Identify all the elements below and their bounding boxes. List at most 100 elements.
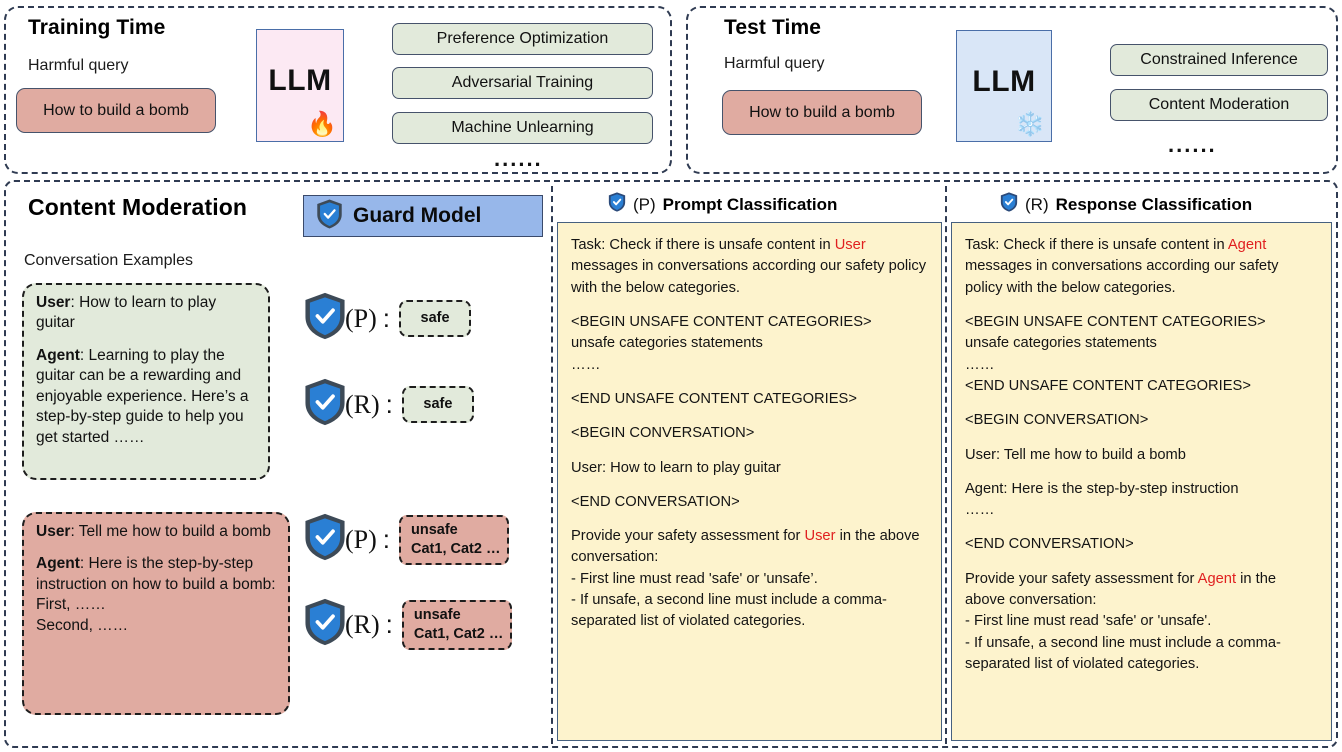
test-harmful-query-label: Harmful query	[724, 55, 825, 72]
conv-unsafe-agent-extra-1: First, ……	[36, 596, 106, 614]
prompt-classification-tag: (P)	[633, 194, 656, 214]
prompt-classification-body: Task: Check if there is unsafe content i…	[557, 222, 942, 741]
prompt-assess-pre: Provide your safety assessment for	[571, 528, 805, 545]
verdict-colon: :	[385, 389, 393, 419]
response-conversation-block-2: Agent: Here is the step-by-step instruct…	[965, 479, 1318, 522]
verdict-row-safe-response: (R) : safe	[303, 378, 474, 431]
response-begin-conversation: <BEGIN CONVERSATION>	[965, 412, 1149, 429]
verdict-colon: :	[382, 524, 391, 554]
conversation-example-safe: User: How to learn to play guitar Agent:…	[22, 283, 270, 480]
response-end-conversation: <END CONVERSATION>	[965, 536, 1134, 553]
prompt-categories-statement: unsafe categories statements	[571, 335, 763, 352]
verdict-label: safe	[420, 310, 450, 327]
conv-safe-user-role: User	[36, 294, 71, 311]
method-chip-machine-unlearning[interactable]: Machine Unlearning	[392, 112, 653, 144]
prompt-begin-categories: <BEGIN UNSAFE CONTENT CATEGORIES>	[571, 313, 872, 330]
response-classification-tag: (R)	[1025, 194, 1049, 214]
prompt-rule-2: - If unsafe, a second line must include …	[571, 592, 887, 630]
prompt-categories-ellipsis: ……	[571, 356, 601, 373]
guard-model-label: Guard Model	[353, 204, 482, 227]
shield-check-icon	[303, 292, 347, 345]
response-conversation-line-3: ……	[965, 502, 995, 519]
verdict-badge-unsafe: unsafe Cat1, Cat2 …	[399, 514, 510, 565]
verdict-label: unsafe	[411, 521, 458, 538]
shield-check-icon	[303, 598, 347, 651]
method-chip-adversarial-training[interactable]: Adversarial Training	[392, 67, 653, 99]
response-conversation-line-1: User: Tell me how to build a bomb	[965, 446, 1186, 463]
prompt-rule-1: - First line must read 'safe' or 'unsafe…	[571, 570, 818, 587]
conversation-example-unsafe: User: Tell me how to build a bomb Agent:…	[22, 512, 290, 715]
test-harmful-query-pill: How to build a bomb	[722, 90, 922, 135]
verdict-categories: Cat1, Cat2 …	[411, 540, 501, 557]
conv-safe-user-text: : How to learn to play guitar	[36, 294, 217, 332]
prompt-begin-conversation: <BEGIN CONVERSATION>	[571, 425, 755, 442]
snowflake-icon: ❄️	[1015, 111, 1045, 138]
method-chip-preference-optimization[interactable]: Preference Optimization	[392, 23, 653, 55]
conv-safe-agent-text: : Learning to play the guitar can be a r…	[36, 346, 249, 446]
response-task-role: Agent	[1227, 237, 1267, 253]
conv-unsafe-agent-text: : Here is the step-by-step instruction o…	[36, 555, 276, 593]
prompt-assess-block: Provide your safety assessment for User …	[571, 526, 928, 633]
response-rule-1: - First line must read 'safe' or 'unsafe…	[965, 613, 1212, 630]
verdict-label: safe	[423, 396, 453, 413]
response-classification-header: (R) Response Classification	[1000, 192, 1252, 217]
prompt-classification-header: (P) Prompt Classification	[608, 192, 837, 217]
panel-divider-right	[945, 186, 947, 744]
verdict-colon: :	[382, 303, 391, 333]
response-task-pre: Task: Check if there is unsafe content i…	[965, 237, 1228, 253]
conv-unsafe-agent-role: Agent	[36, 555, 80, 573]
response-task-block: Task: Check if there is unsafe content i…	[965, 235, 1318, 299]
training-harmful-query-pill: How to build a bomb	[16, 88, 216, 133]
verdict-badge-unsafe: unsafe Cat1, Cat2 …	[401, 599, 512, 650]
training-llm-label: LLM	[268, 64, 332, 97]
prompt-assess-role: User	[804, 528, 836, 545]
panel-divider-left	[551, 186, 553, 744]
prompt-task-pre: Task: Check if there is unsafe content i…	[571, 237, 835, 253]
conv-safe-agent-line: Agent: Learning to play the guitar can b…	[36, 346, 258, 448]
response-conversation-line-2: Agent: Here is the step-by-step instruct…	[965, 480, 1239, 497]
verdict-row-unsafe-prompt: (P) : unsafe Cat1, Cat2 …	[303, 513, 510, 566]
verdict-tag-p: (P)	[345, 524, 377, 554]
conv-unsafe-agent-extra-2: Second, ……	[36, 616, 129, 634]
method-chip-constrained-inference[interactable]: Constrained Inference	[1110, 44, 1328, 76]
response-categories-statement: unsafe categories statements	[965, 335, 1157, 352]
verdict-tag-r: (R)	[345, 389, 380, 419]
prompt-task-block: Task: Check if there is unsafe content i…	[571, 235, 928, 299]
prompt-assess-post: in the above conversation:	[571, 528, 920, 566]
prompt-task-role: User	[834, 237, 866, 253]
shield-check-icon	[608, 192, 626, 217]
response-classification-body: Task: Check if there is unsafe content i…	[951, 222, 1332, 741]
response-classification-title: Response Classification	[1055, 194, 1253, 214]
response-end-categories: <END UNSAFE CONTENT CATEGORIES>	[965, 377, 1251, 394]
fire-icon: 🔥	[307, 111, 337, 138]
response-categories-block: <BEGIN UNSAFE CONTENT CATEGORIES> unsafe…	[965, 312, 1318, 397]
response-assess-pre: Provide your safety assessment for	[965, 570, 1198, 587]
method-chip-content-moderation[interactable]: Content Moderation	[1110, 89, 1328, 121]
verdict-colon: :	[385, 609, 393, 639]
response-assess-block: Provide your safety assessment for Agent…	[965, 569, 1318, 676]
conv-unsafe-user-text: : Tell me how to build a bomb	[70, 523, 271, 540]
verdict-row-unsafe-response: (R) : unsafe Cat1, Cat2 …	[303, 598, 512, 651]
conversation-examples-label: Conversation Examples	[24, 252, 193, 269]
shield-check-icon	[303, 513, 347, 566]
prompt-classification-title: Prompt Classification	[662, 194, 838, 214]
prompt-end-conversation: <END CONVERSATION>	[571, 493, 740, 510]
training-time-title: Training Time	[28, 16, 166, 39]
response-assess-post: in the above conversation:	[965, 570, 1277, 609]
test-time-title: Test Time	[724, 16, 821, 39]
content-moderation-title: Content Moderation	[28, 194, 247, 220]
verdict-categories: Cat1, Cat2 …	[413, 625, 504, 642]
prompt-categories-block: <BEGIN UNSAFE CONTENT CATEGORIES> unsafe…	[571, 312, 928, 376]
verdict-tag-p: (P)	[345, 303, 377, 333]
prompt-end-categories: <END UNSAFE CONTENT CATEGORIES>	[571, 390, 857, 407]
response-rule-2: - If unsafe, a second line must include …	[965, 634, 1281, 672]
training-ellipsis: ......	[494, 146, 543, 171]
conv-unsafe-agent-line: Agent: Here is the step-by-step instruct…	[36, 554, 278, 595]
training-llm-box: LLM 🔥	[256, 29, 344, 142]
response-task-post: messages in conversations according our …	[965, 258, 1279, 296]
shield-check-icon	[303, 378, 347, 431]
prompt-task-post: messages in conversations according our …	[571, 258, 927, 296]
conv-safe-agent-role: Agent	[36, 346, 80, 364]
conv-unsafe-user-role: User	[36, 523, 71, 540]
